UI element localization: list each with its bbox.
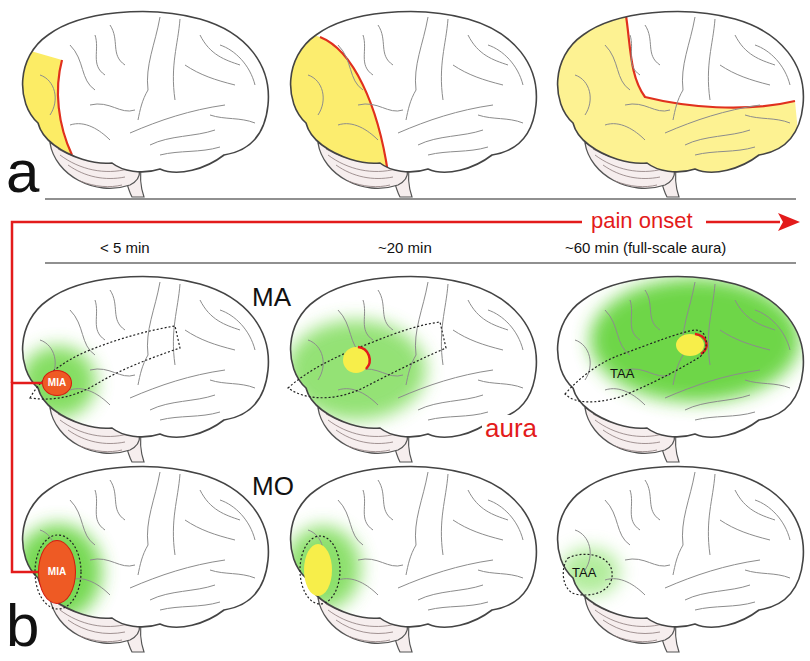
cortical-activity — [285, 526, 361, 610]
event-label: pain onset — [588, 210, 696, 232]
node-text: MIA — [48, 567, 66, 577]
onset-bracket — [12, 383, 42, 572]
panel-letter: b — [6, 596, 39, 656]
brain-ma1 — [20, 277, 268, 462]
brain-ma3 — [558, 277, 804, 462]
aura-area: TAA — [560, 550, 616, 598]
cortical-activity — [286, 320, 426, 420]
wave-front — [278, 25, 388, 195]
aura-area: TAA — [560, 322, 712, 405]
arrow-head — [778, 213, 800, 231]
onset-arrow — [706, 221, 780, 224]
yellow-spot — [304, 544, 332, 596]
yellow-spot — [343, 347, 369, 373]
divider-line — [45, 198, 796, 199]
panel-letter: a — [6, 142, 39, 202]
aura-outline — [30, 326, 180, 399]
brain-a1 — [10, 12, 268, 197]
time-label: ~60 min (full-scale aura) — [565, 240, 726, 255]
wave-front — [545, 5, 805, 205]
brain-mo1 — [14, 467, 268, 652]
dotted-outline — [560, 322, 712, 405]
brain-mo3 — [558, 467, 804, 652]
node-text: MIA — [48, 378, 66, 388]
dotted-outline — [563, 554, 612, 595]
brain-mo2 — [285, 467, 536, 652]
brain-a3 — [545, 5, 805, 205]
row-label: MO — [252, 473, 294, 499]
brain-a2 — [278, 12, 536, 197]
aura-outline — [288, 322, 446, 398]
initial-area: MIA — [42, 370, 72, 396]
dotted-outline — [565, 330, 706, 402]
yellow-spot — [676, 334, 704, 356]
row-label: MA — [252, 284, 291, 310]
node-text: TAA — [610, 367, 634, 380]
initial-area: MIA — [38, 540, 76, 604]
front-arc — [358, 347, 370, 369]
aura-outline — [300, 536, 340, 604]
time-label: < 5 min — [100, 240, 150, 255]
divider-line — [45, 262, 796, 263]
node-text: TAA — [572, 566, 596, 579]
aura-outline — [35, 535, 81, 609]
time-label: ~20 min — [378, 240, 432, 255]
phase-label: aura — [482, 415, 540, 441]
